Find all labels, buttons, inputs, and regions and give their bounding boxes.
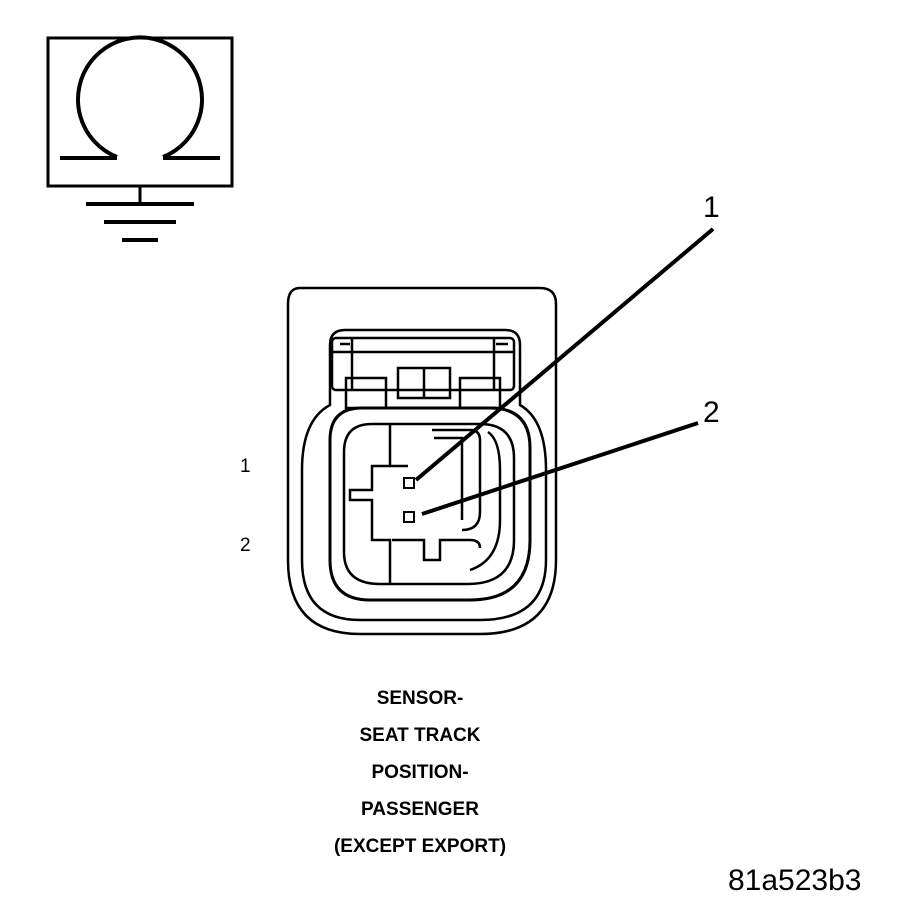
- callout-leaders: [414, 227, 715, 516]
- caption-line: (EXCEPT EXPORT): [333, 836, 507, 857]
- connector-caption: SENSOR- SEAT TRACK POSITION- PASSENGER (…: [270, 680, 570, 865]
- caption-line: SENSOR-: [376, 688, 464, 709]
- caption-line: SEAT TRACK: [359, 725, 481, 746]
- callout-1: 1: [703, 191, 720, 224]
- pin-label-2: 2: [240, 535, 251, 556]
- caption-line: POSITION-: [371, 762, 469, 783]
- ohmmeter-ground-icon: [46, 35, 234, 242]
- caption-line: PASSENGER: [361, 799, 479, 820]
- pin-label-1: 1: [240, 456, 251, 477]
- pin-1-cavity: [403, 477, 415, 489]
- figure-id: 81a523b3: [728, 864, 862, 897]
- callout-2: 2: [703, 396, 720, 429]
- connector-housing: [286, 286, 558, 636]
- pin-2-cavity: [403, 511, 415, 523]
